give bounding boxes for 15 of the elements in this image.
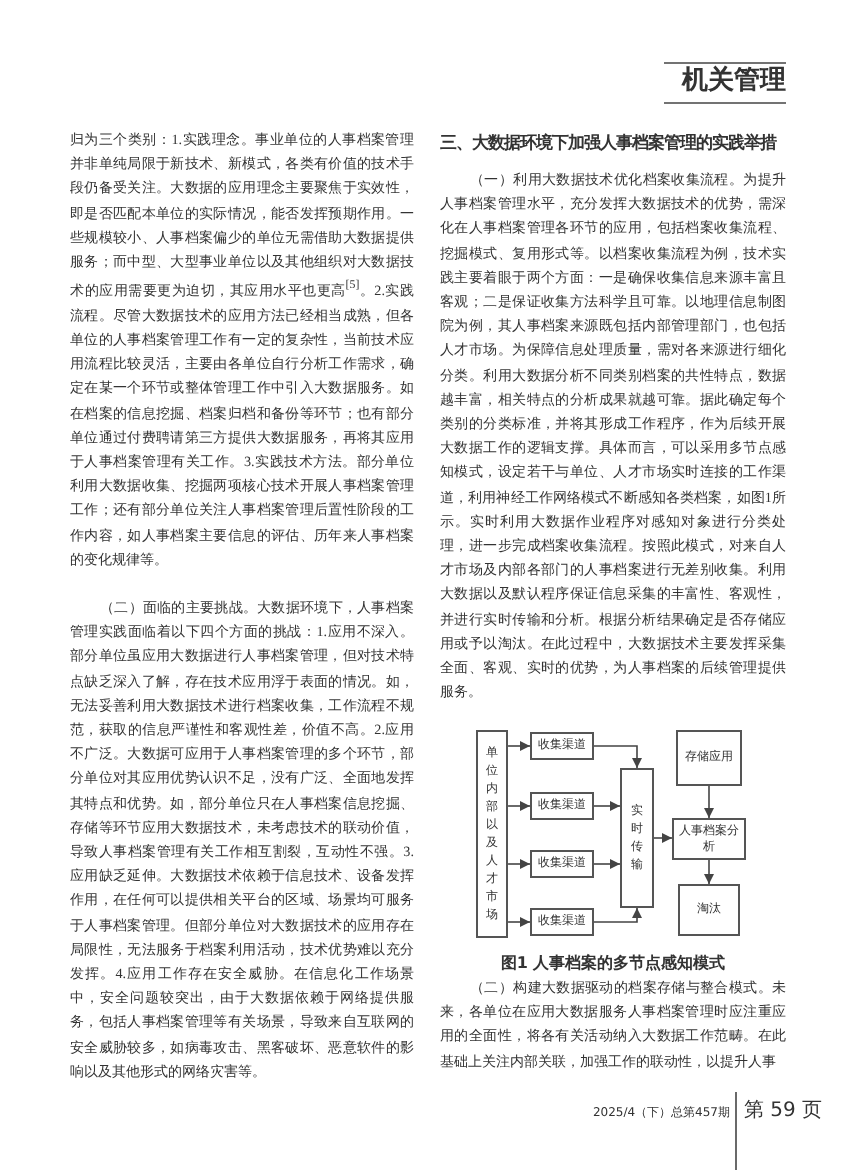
- section-heading: 三、大数据环境下加强人事档案管理的实践举措: [440, 130, 779, 154]
- arrow: [507, 917, 531, 927]
- figure-caption: 图1 人事档案的多节点感知模式: [498, 952, 728, 974]
- arrow: [507, 741, 531, 751]
- arrow: [593, 745, 642, 769]
- arrow: [653, 833, 673, 843]
- arrow: [704, 859, 714, 885]
- section-header: 机关管理: [679, 64, 786, 100]
- arrow: [593, 859, 621, 869]
- arrow: [507, 801, 531, 811]
- arrow: [507, 859, 531, 869]
- arrow: [704, 785, 714, 819]
- page-number: 第 59 页: [744, 1098, 824, 1126]
- arrow: [593, 801, 621, 811]
- arrow: [593, 907, 642, 923]
